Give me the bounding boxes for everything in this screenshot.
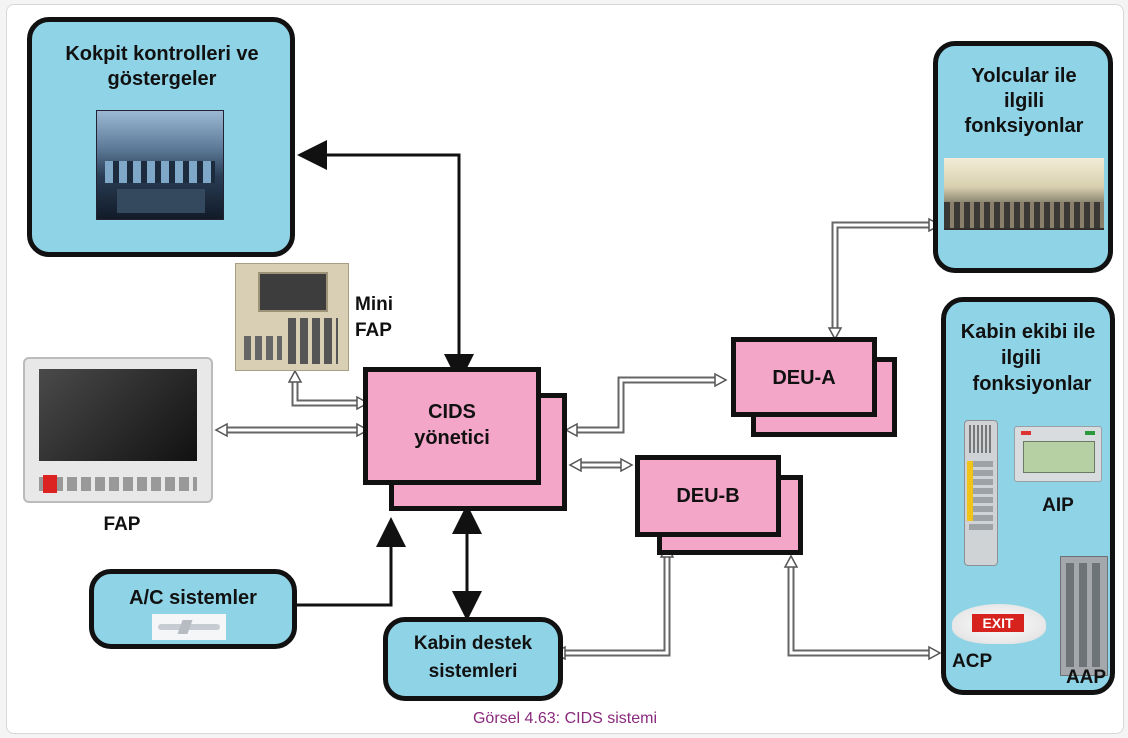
- aip-panel: [1014, 426, 1102, 482]
- kabin-ekibi-label-1: Kabin ekibi ile: [960, 321, 1096, 343]
- arrow-cids-deua: [575, 376, 717, 434]
- diagram-frame: Kokpit kontrolleri ve göstergeler Yolcul…: [6, 4, 1124, 734]
- arrow-kabindestek-deub: [563, 555, 671, 657]
- kabin-ekibi-label-3: fonksiyonlar: [972, 373, 1092, 395]
- arrow-ac-cids: [293, 517, 406, 607]
- node-ac-sistemler: A/C sistemler: [89, 569, 297, 649]
- node-kokpit-label: Kokpit kontrolleri ve göstergeler: [65, 43, 259, 90]
- node-cids-manager: CIDS yönetici: [363, 367, 541, 485]
- fap-label: FAP: [103, 514, 141, 535]
- exit-sign-text: EXIT: [972, 614, 1024, 632]
- aap-label: AAP: [1065, 667, 1107, 688]
- deu-a-label: DEU-A: [772, 367, 836, 389]
- node-deu-a: DEU-A: [731, 337, 877, 417]
- cids-label-2: yönetici: [414, 427, 490, 449]
- node-kabin-destek: Kabin destek sistemleri: [383, 617, 563, 701]
- aip-label: AIP: [1042, 495, 1074, 516]
- arrow-deub-kabinekibi: [787, 565, 931, 657]
- mini-fap-label-1: Mini: [355, 294, 393, 315]
- node-kabin-ekibi: Kabin ekibi ile ilgili fonksiyonlar AIP …: [941, 297, 1115, 695]
- exit-sign-photo: EXIT: [952, 604, 1046, 644]
- cids-label-1: CIDS: [428, 401, 476, 423]
- arrow-cids-kokpit: [297, 140, 474, 384]
- mini-fap-panel: [235, 263, 349, 371]
- kabin-ekibi-label-2: ilgili: [1001, 347, 1041, 369]
- node-yolcular-label: Yolcular ile ilgili fonksiyonlar: [964, 65, 1084, 137]
- handset-photo: [964, 420, 998, 566]
- kabin-destek-label-2: sistemleri: [428, 661, 518, 682]
- cabin-interior-photo: [944, 158, 1104, 230]
- ac-sistemler-label: A/C sistemler: [129, 587, 257, 609]
- acp-label: ACP: [952, 651, 993, 672]
- aap-panel: [1060, 556, 1108, 676]
- deu-b-label: DEU-B: [676, 485, 740, 507]
- arrow-deua-yolcular: [831, 221, 931, 330]
- node-kokpit: Kokpit kontrolleri ve göstergeler: [27, 17, 295, 257]
- kabin-destek-label-1: Kabin destek: [413, 633, 533, 654]
- node-yolcular: Yolcular ile ilgili fonksiyonlar: [933, 41, 1113, 273]
- aircraft-photo: [152, 614, 226, 640]
- connector-layer: [214, 140, 942, 661]
- mini-fap-label-2: FAP: [355, 320, 392, 341]
- cockpit-photo: [96, 110, 224, 220]
- node-deu-b: DEU-B: [635, 455, 781, 537]
- fap-monitor: [23, 357, 213, 503]
- figure-caption: Görsel 4.63: CIDS sistemi: [472, 710, 658, 727]
- arrow-minifap-cids: [291, 380, 359, 407]
